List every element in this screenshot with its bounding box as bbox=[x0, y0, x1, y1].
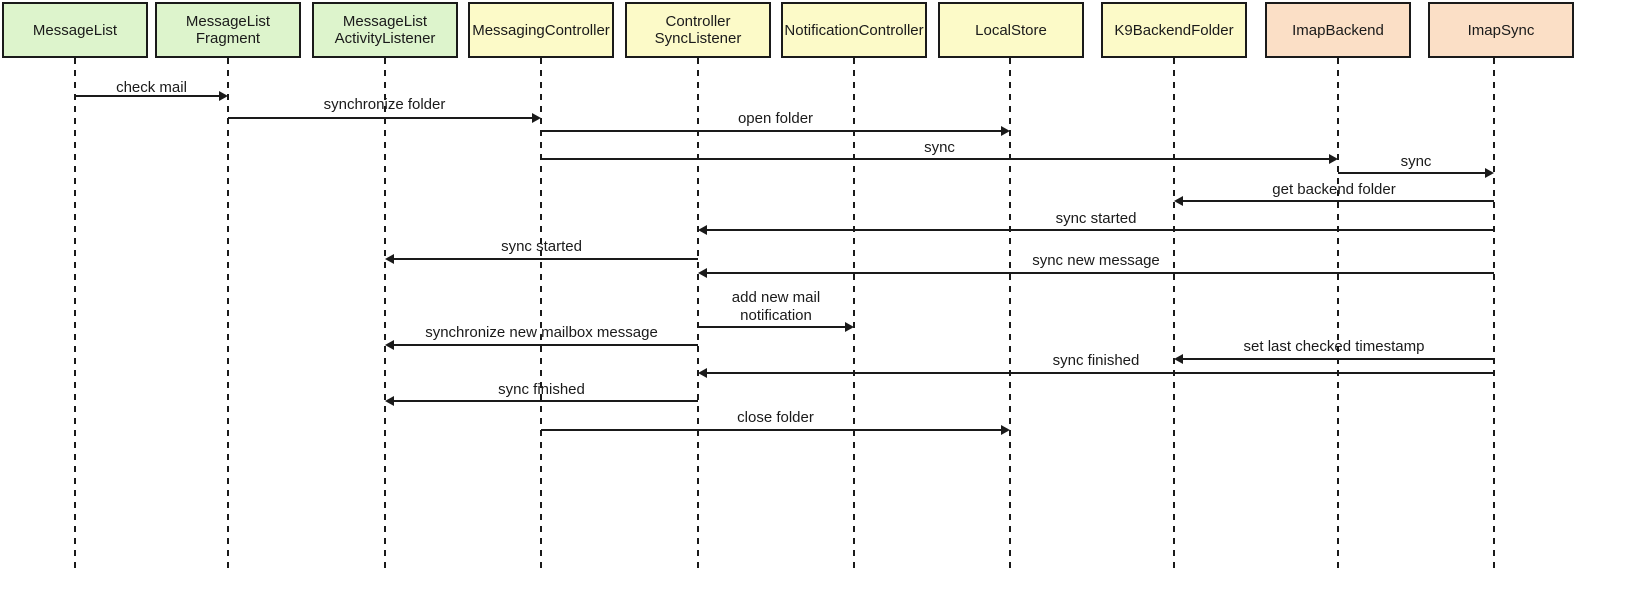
participant-label: NotificationController bbox=[784, 21, 924, 39]
participant-label: ImapBackend bbox=[1292, 21, 1384, 39]
participant-label: LocalStore bbox=[975, 21, 1047, 39]
participant-message-list[interactable]: MessageList bbox=[2, 2, 148, 58]
message-arrowhead-9 bbox=[698, 268, 707, 278]
participant-message-list-activity-listener[interactable]: MessageList ActivityListener bbox=[312, 2, 458, 58]
message-arrowhead-2 bbox=[532, 113, 541, 123]
lifelines-group bbox=[74, 58, 1495, 572]
message-arrowhead-6 bbox=[1174, 196, 1183, 206]
participant-label: MessageList bbox=[32, 21, 118, 39]
message-arrowhead-8 bbox=[385, 254, 394, 264]
message-arrowhead-4 bbox=[1329, 154, 1338, 164]
message-arrowhead-11 bbox=[385, 340, 394, 350]
participant-messaging-controller[interactable]: MessagingController bbox=[468, 2, 614, 58]
participant-imap-sync[interactable]: ImapSync bbox=[1428, 2, 1574, 58]
message-arrowhead-1 bbox=[219, 91, 228, 101]
participant-label: K9BackendFolder bbox=[1114, 21, 1234, 39]
message-arrowhead-12 bbox=[1174, 354, 1183, 364]
participant-label: MessageList ActivityListener bbox=[334, 13, 436, 47]
message-arrowhead-3 bbox=[1001, 126, 1010, 136]
participant-label: MessagingController bbox=[472, 21, 610, 39]
participant-message-list-fragment[interactable]: MessageList Fragment bbox=[155, 2, 301, 58]
participant-local-store[interactable]: LocalStore bbox=[938, 2, 1084, 58]
message-arrowhead-15 bbox=[1001, 425, 1010, 435]
participant-k9-backend-folder[interactable]: K9BackendFolder bbox=[1101, 2, 1247, 58]
message-arrowhead-13 bbox=[698, 368, 707, 378]
participant-notification-controller[interactable]: NotificationController bbox=[781, 2, 927, 58]
participant-label: MessageList Fragment bbox=[185, 13, 271, 47]
message-arrowhead-7 bbox=[698, 225, 707, 235]
participant-controller-sync-listener[interactable]: Controller SyncListener bbox=[625, 2, 771, 58]
message-arrowhead-5 bbox=[1485, 168, 1494, 178]
participant-imap-backend[interactable]: ImapBackend bbox=[1265, 2, 1411, 58]
message-arrowhead-14 bbox=[385, 396, 394, 406]
message-arrowhead-10 bbox=[845, 322, 854, 332]
participant-label: ImapSync bbox=[1467, 21, 1535, 39]
message-arrows-group bbox=[75, 91, 1494, 435]
participant-label: Controller SyncListener bbox=[654, 13, 742, 47]
